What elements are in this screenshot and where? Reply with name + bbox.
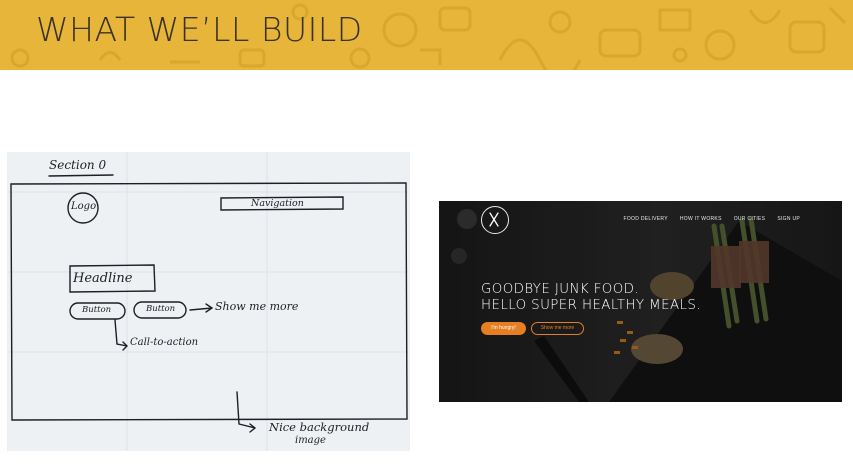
website-preview: FOOD DELIVERY HOW IT WORKS OUR CITIES SI… [439, 201, 842, 402]
sketch-section-label: Section 0 [49, 158, 107, 172]
show-me-more-button[interactable]: Show me more [531, 322, 584, 335]
sketch-background-note-line2: image [295, 435, 326, 446]
slide-title: WHAT WE’LL BUILD [36, 10, 363, 49]
slide-header-banner: WHAT WE’LL BUILD [0, 0, 853, 70]
site-logo[interactable] [481, 206, 509, 234]
banner-pattern [10, 3, 847, 70]
sketch-drawing [7, 152, 410, 451]
site-navigation: FOOD DELIVERY HOW IT WORKS OUR CITIES SI… [623, 216, 800, 222]
nav-item-our-cities[interactable]: OUR CITIES [733, 216, 766, 222]
hero-headline-line1: GOODBYE JUNK FOOD. [481, 282, 640, 297]
nav-item-food-delivery[interactable]: FOOD DELIVERY [623, 216, 668, 222]
hero-background-image [439, 201, 842, 402]
nav-item-how-it-works[interactable]: HOW IT WORKS [679, 216, 722, 222]
wireframe-sketch: Section 0 Logo Navigation Headline Butto… [7, 152, 410, 451]
fork-knife-icon [489, 212, 499, 227]
hungry-button[interactable]: I'm hungry! [481, 322, 526, 335]
sketch-cta-note: Call-to-action [130, 337, 199, 348]
nav-item-sign-up[interactable]: SIGN UP [777, 216, 800, 222]
sketch-navigation-label: Navigation [251, 198, 304, 209]
sketch-logo-label: Logo [71, 201, 97, 212]
sketch-background-note-line1: Nice background [269, 420, 370, 434]
sketch-headline-label: Headline [73, 271, 133, 286]
sketch-button-primary-label: Button [82, 305, 112, 315]
sketch-button-secondary-label: Button [146, 304, 176, 314]
sketch-show-me-more-note: Show me more [215, 300, 299, 313]
hero-headline-line2: HELLO SUPER HEALTHY MEALS. [481, 298, 701, 313]
